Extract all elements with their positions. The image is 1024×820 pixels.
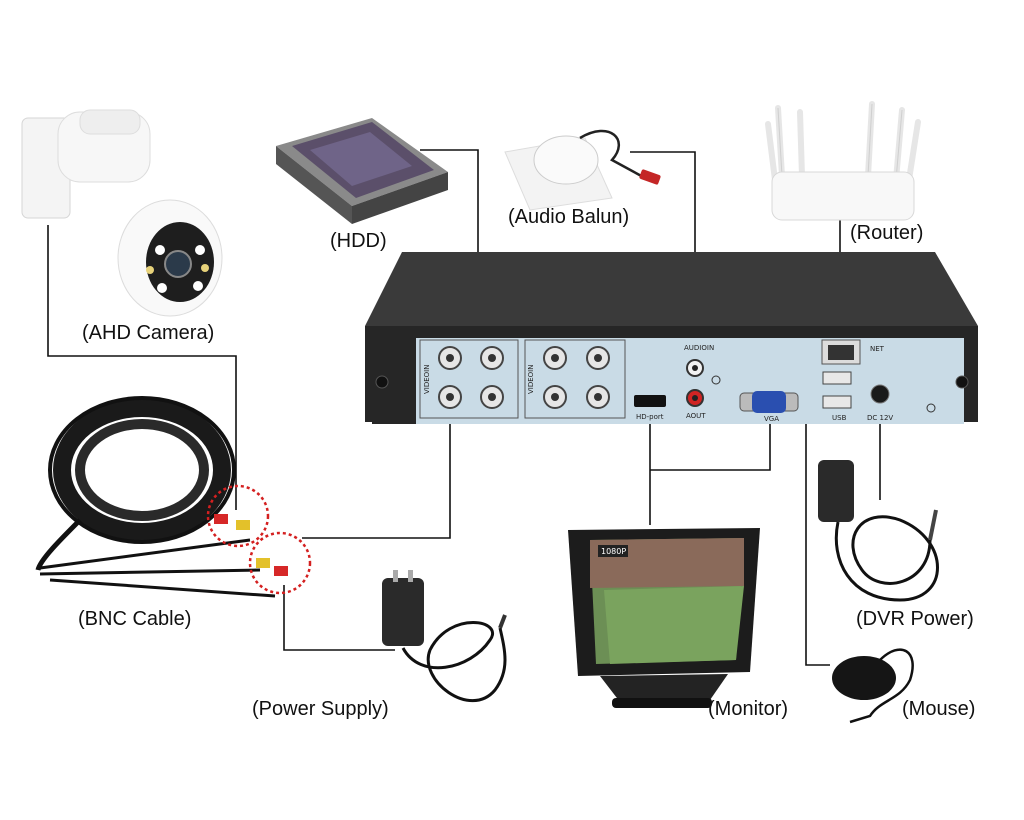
highlight-circles bbox=[206, 484, 312, 595]
bnc-ports bbox=[438, 346, 610, 409]
connector-lines bbox=[47, 149, 881, 666]
monitor-badge: 1080P bbox=[601, 547, 626, 556]
vga-port bbox=[752, 391, 786, 413]
dc-label: DC 12V bbox=[867, 414, 893, 422]
camera-plug-highlight bbox=[206, 484, 270, 548]
hdd-image bbox=[276, 118, 448, 224]
dvr-power-label: (DVR Power) bbox=[856, 608, 974, 630]
videoin-connector-line bbox=[302, 412, 451, 539]
camera-connector-line bbox=[47, 225, 237, 510]
usb-label: USB bbox=[832, 414, 847, 422]
power-supply-image bbox=[382, 570, 507, 703]
dvr-power-image bbox=[818, 460, 939, 602]
dc-port bbox=[870, 384, 890, 404]
net-label: NET bbox=[870, 345, 885, 353]
usb-port-2 bbox=[822, 395, 852, 409]
video-in-label-1: VIDEOIN bbox=[423, 365, 431, 394]
power-supply-label: (Power Supply) bbox=[252, 698, 389, 720]
hdd-connector-line bbox=[420, 149, 479, 272]
mouse-label: (Mouse) bbox=[902, 698, 976, 720]
power-supply-connector-line bbox=[283, 585, 395, 651]
power-plug-highlight bbox=[248, 531, 312, 595]
router-image bbox=[765, 101, 921, 221]
video-in-block-2 bbox=[524, 339, 626, 419]
bnc-cable-label: (BNC Cable) bbox=[78, 608, 192, 630]
monitor-label: (Monitor) bbox=[708, 698, 789, 720]
ahd-camera-label: (AHD Camera) bbox=[82, 322, 215, 344]
vga-label: VGA bbox=[764, 415, 779, 423]
usb-port-1 bbox=[822, 371, 852, 385]
hdd-label: (HDD) bbox=[330, 230, 387, 252]
monitor-image: 1080P bbox=[568, 528, 760, 708]
hdmi-port bbox=[634, 395, 666, 407]
hdmi-label: HD-port bbox=[636, 413, 664, 421]
vga-connector-line bbox=[650, 414, 771, 471]
audio-balun-image bbox=[504, 129, 661, 211]
dvr-recorder bbox=[365, 252, 978, 424]
mouse-image bbox=[832, 648, 914, 724]
ahd-camera-image bbox=[21, 109, 223, 317]
video-in-block-1 bbox=[419, 339, 519, 419]
audio-in-label: AUDIOIN bbox=[684, 344, 714, 352]
audio-balun-label: (Audio Balun) bbox=[508, 206, 630, 228]
router-label: (Router) bbox=[850, 222, 924, 244]
video-in-label-2: VIDEOIN bbox=[527, 365, 535, 394]
audio-out-label: AOUT bbox=[686, 412, 706, 420]
dvr-panel-labels: VIDEOIN VIDEOIN AUDIOIN AOUT HD-port VGA… bbox=[423, 344, 893, 423]
bnc-cable-image bbox=[35, 396, 288, 598]
mouse-connector-line bbox=[805, 382, 830, 666]
